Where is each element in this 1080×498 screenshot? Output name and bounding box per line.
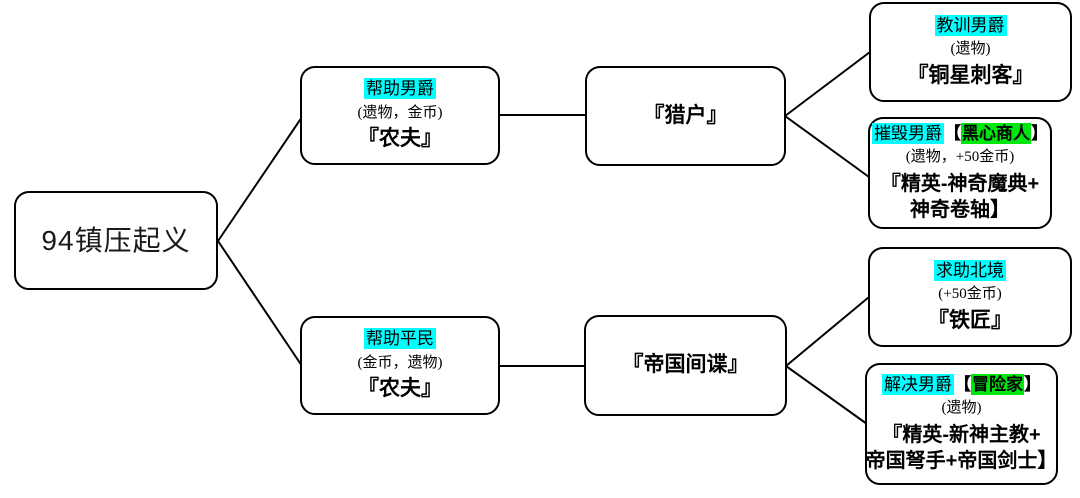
reward-label: (金币，遗物) bbox=[357, 354, 443, 371]
node-destroy-baron: 摧毁男爵【黑心商人】 (遗物，+50金币) 『精英-神奇魔典+ 神奇卷轴】 bbox=[868, 117, 1052, 229]
action-label: 帮助平民 bbox=[364, 328, 436, 350]
node-seek-north: 求助北境 (+50金币) 『铁匠』 bbox=[868, 247, 1072, 347]
result-label-line1: 『精英-神奇魔典+ bbox=[880, 173, 1040, 195]
highlighted-tag: 冒险家 bbox=[971, 374, 1024, 395]
tag-open-bracket: 【 bbox=[954, 375, 971, 394]
highlighted-action: 摧毁男爵 bbox=[872, 123, 944, 144]
result-label: 『农夫』 bbox=[358, 127, 442, 151]
node-root: 94镇压起义 bbox=[14, 191, 218, 290]
highlighted-action: 帮助平民 bbox=[364, 328, 436, 350]
tag-close-bracket: 】 bbox=[1024, 375, 1041, 394]
action-label: 求助北境 bbox=[934, 259, 1006, 281]
tag-open-bracket: 【 bbox=[944, 124, 961, 143]
reward-label: (+50金币) bbox=[938, 286, 1002, 303]
reward-label: (遗物，+50金币) bbox=[905, 149, 1015, 166]
node-help-civilian: 帮助平民 (金币，遗物) 『农夫』 bbox=[300, 316, 500, 415]
action-label: 教训男爵 bbox=[934, 14, 1007, 36]
node-solve-baron: 解决男爵【冒险家】 (遗物) 『精英-新神主教+ 帝国弩手+帝国剑士】 bbox=[865, 363, 1058, 485]
node-imperial-spy: 『帝国间谍』 bbox=[584, 315, 787, 416]
result-label-line1: 『精英-新神主教+ bbox=[882, 424, 1041, 446]
highlighted-action: 帮助男爵 bbox=[364, 78, 436, 100]
result-label: 『猎户』 bbox=[643, 103, 728, 127]
highlighted-tag: 黑心商人 bbox=[961, 123, 1031, 144]
root-label: 94镇压起义 bbox=[41, 225, 191, 256]
result-label: 『铁匠』 bbox=[928, 308, 1012, 332]
action-label: 摧毁男爵【黑心商人】 bbox=[872, 123, 1048, 144]
result-label: 『帝国间谍』 bbox=[622, 353, 749, 377]
reward-label: (遗物，金币) bbox=[357, 104, 443, 121]
node-help-baron: 帮助男爵 (遗物，金币) 『农夫』 bbox=[300, 66, 500, 165]
result-label: 『农夫』 bbox=[358, 377, 442, 401]
highlighted-action: 教训男爵 bbox=[934, 14, 1007, 36]
node-hunter: 『猎户』 bbox=[585, 66, 786, 166]
result-label-line2: 帝国弩手+帝国剑士】 bbox=[865, 450, 1058, 472]
action-label: 解决男爵【冒险家】 bbox=[882, 374, 1041, 395]
result-label-line2: 神奇卷轴】 bbox=[910, 199, 1010, 221]
reward-label: (遗物) bbox=[950, 41, 991, 58]
tag-close-bracket: 】 bbox=[1031, 124, 1048, 143]
highlighted-action: 解决男爵 bbox=[882, 374, 954, 395]
result-label: 『铜星刺客』 bbox=[907, 63, 1034, 87]
reward-label: (遗物) bbox=[941, 400, 982, 417]
action-label: 帮助男爵 bbox=[364, 78, 436, 100]
node-teach-baron: 教训男爵 (遗物) 『铜星刺客』 bbox=[869, 2, 1072, 102]
highlighted-action: 求助北境 bbox=[934, 259, 1006, 281]
